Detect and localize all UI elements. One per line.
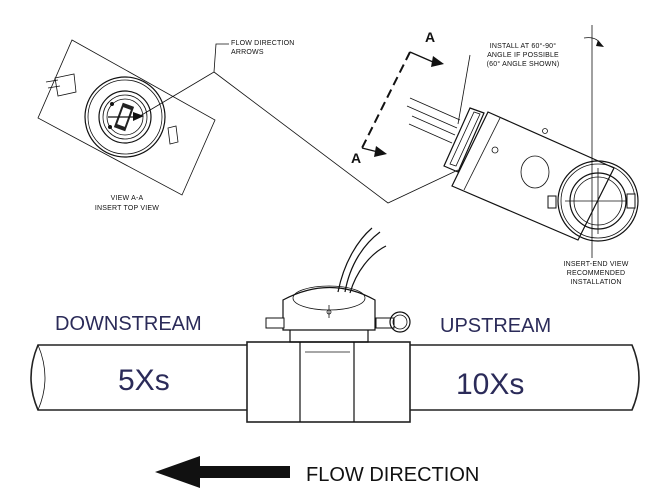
flow-direction-label: FLOW DIRECTION — [306, 464, 479, 486]
section-mark-top: A — [425, 29, 435, 45]
downstream-label: DOWNSTREAM — [55, 313, 202, 335]
install-angle-line2: ANGLE IF POSSIBLE — [487, 52, 559, 59]
section-mark-bottom: A — [351, 150, 361, 166]
insert-end-view-drawing — [547, 160, 639, 242]
insert-end-view-line2: RECOMMENDED — [567, 270, 626, 277]
flow-arrows-leader — [139, 43, 459, 204]
flow-arrows-label-line1: FLOW DIRECTION — [231, 40, 294, 47]
flow-direction-arrow — [155, 456, 290, 488]
view-aa-label-line1: VIEW A-A — [111, 195, 144, 202]
flow-arrows-label-line2: ARROWS — [231, 49, 264, 56]
upstream-label: UPSTREAM — [440, 315, 551, 337]
angle-reference — [583, 25, 604, 258]
view-aa-label-line2: INSERT TOP VIEW — [95, 205, 159, 212]
upstream-multiplier: 10Xs — [456, 368, 524, 401]
install-angle-line3: (60° ANGLE SHOWN) — [487, 60, 560, 68]
view-aa-drawing — [37, 39, 216, 196]
angled-insert-drawing — [406, 54, 615, 241]
insert-end-view-line3: INSTALLATION — [570, 279, 621, 286]
downstream-multiplier: 5Xs — [118, 364, 170, 397]
install-angle-line1: INSTALL AT 60°-90° — [490, 42, 557, 50]
insert-end-view-line1: INSERT-END VIEW — [563, 261, 628, 268]
pipe-assembly — [30, 227, 640, 423]
section-a-line — [361, 51, 444, 157]
